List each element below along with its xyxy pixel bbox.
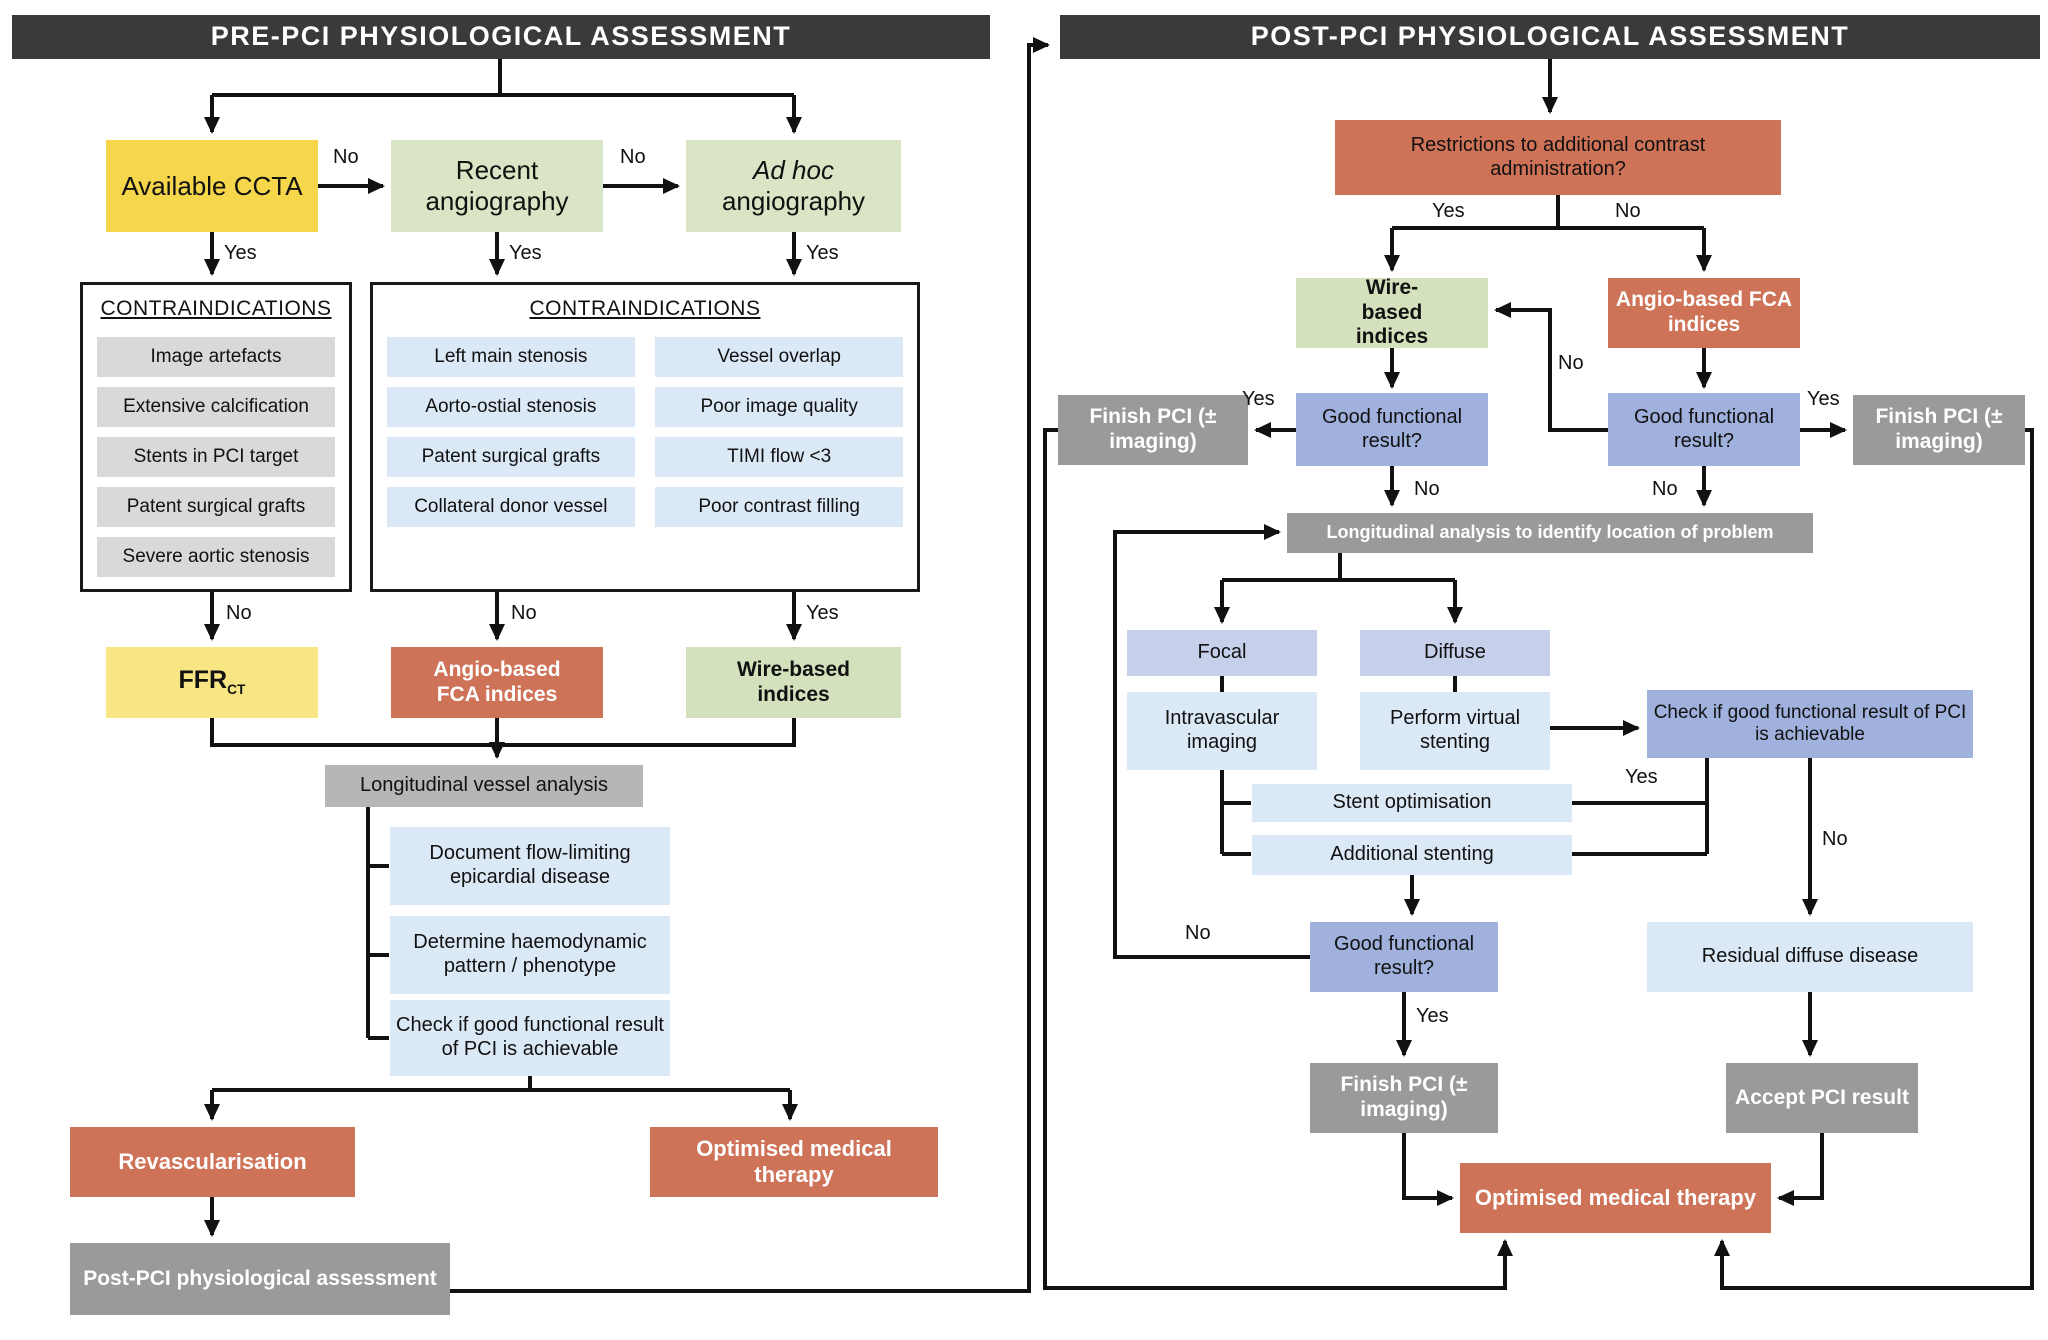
node-optimised-medical-therapy-pre: Optimised medical therapy [650,1127,938,1197]
edge-label-yes: Yes [224,242,257,264]
node-finish-pci-right: Finish PCI (± imaging) [1853,395,2025,465]
edge-label-no: No [333,146,359,168]
ffr-label: FFRCT [178,666,246,698]
node-restrictions-contrast: Restrictions to additional contrast admi… [1335,120,1781,195]
node-diffuse: Diffuse [1360,630,1550,676]
node-additional-stenting: Additional stenting [1252,835,1572,875]
contraindications-ccta-title: CONTRAINDICATIONS [100,297,332,320]
contra-item: Poor image quality [655,386,903,427]
node-finish-pci-left: Finish PCI (± imaging) [1058,395,1248,465]
node-intravascular-imaging: Intravascular imaging [1127,692,1317,770]
node-longitudinal-vessel-analysis: Longitudinal vessel analysis [325,765,643,807]
contra-item: Image artefacts [97,336,335,377]
contra-col-right: Vessel overlap Poor image quality TIMI f… [655,332,903,532]
node-perform-virtual-stenting: Perform virtual stenting [1360,692,1550,770]
adhoc-rest-line: angiography [721,186,866,216]
node-optimised-medical-therapy-post: Optimised medical therapy [1460,1163,1771,1233]
node-longitudinal-analysis-problem: Longitudinal analysis to identify locati… [1287,513,1813,553]
contra-item: Stents in PCI target [97,436,335,477]
edge-label-no: No [511,602,537,624]
edge-label-no: No [620,146,646,168]
edge-label-yes: Yes [806,242,839,264]
contra-item: Severe aortic stenosis [97,536,335,577]
contraindications-ccta-box: CONTRAINDICATIONS Image artefacts Extens… [80,282,352,592]
contra-item: Collateral donor vessel [387,486,635,527]
edge-label-no: No [1615,200,1641,222]
edge-label-yes: Yes [1432,200,1465,222]
edge-label-no: No [226,602,252,624]
node-stent-optimisation: Stent optimisation [1252,784,1572,822]
node-wire-based-indices-post: Wire-based indices [1296,276,1488,348]
edge-label-no: No [1822,828,1848,850]
contra-columns: Left main stenosis Aorto-ostial stenosis… [373,332,917,532]
node-revascularisation: Revascularisation [70,1127,355,1197]
edge-label-no: No [1414,478,1440,500]
node-available-ccta: Available CCTA [106,140,318,232]
node-document-flow-limiting: Document flow-limiting epicardial diseas… [390,827,670,905]
contraindications-angio-box: CONTRAINDICATIONS Left main stenosis Aor… [370,282,920,592]
contra-item: Patent surgical grafts [387,436,635,477]
node-adhoc-angiography: Ad hoc angiography [686,140,901,232]
node-good-result-wire: Good functional result? [1296,393,1488,466]
contra-item: Vessel overlap [655,336,903,377]
node-residual-diffuse-disease: Residual diffuse disease [1647,922,1973,992]
edge-label-yes: Yes [1807,388,1840,410]
node-check-good-result-achievable: Check if good functional result of PCI i… [1647,690,1973,758]
contra-item: Poor contrast filling [655,486,903,527]
node-wire-based-indices: Wire-based indices [686,647,901,718]
node-post-pci-assessment-link: Post-PCI physiological assessment [70,1243,450,1315]
edge-label-yes: Yes [806,602,839,624]
node-determine-haemodynamic: Determine haemodynamic pattern / phenoty… [390,916,670,994]
post-pci-header: POST-PCI PHYSIOLOGICAL ASSESSMENT [1060,15,2040,59]
node-check-functional-result: Check if good functional result of PCI i… [390,1000,670,1076]
edge-label-yes: Yes [1625,766,1658,788]
contra-item: Patent surgical grafts [97,486,335,527]
contra-item: Aorto-ostial stenosis [387,386,635,427]
edge-label-yes: Yes [1242,388,1275,410]
contra-item: Extensive calcification [97,386,335,427]
contra-item: TIMI flow <3 [655,436,903,477]
contraindications-angio-title: CONTRAINDICATIONS [529,297,761,320]
node-angio-fca-indices: Angio-based FCA indices [391,647,603,718]
node-ffr-ct: FFRCT [106,647,318,718]
pre-pci-header: PRE-PCI PHYSIOLOGICAL ASSESSMENT [12,15,990,59]
adhoc-italic-line: Ad hoc [753,155,834,186]
edge-label-yes: Yes [509,242,542,264]
edge-label-no: No [1185,922,1211,944]
edge-label-no: No [1652,478,1678,500]
node-finish-pci-bottom: Finish PCI (± imaging) [1310,1063,1498,1133]
node-accept-pci-result: Accept PCI result [1726,1063,1918,1133]
edge-label-no: No [1558,352,1584,374]
node-recent-angiography: Recent angiography [391,140,603,232]
node-good-result-angio: Good functional result? [1608,393,1800,466]
contra-col-left: Left main stenosis Aorto-ostial stenosis… [387,332,635,532]
node-good-result-final: Good functional result? [1310,922,1498,992]
edge-label-yes: Yes [1416,1005,1449,1027]
node-angio-fca-indices-post: Angio-based FCA indices [1608,278,1800,348]
node-focal: Focal [1127,630,1317,676]
contra-item: Left main stenosis [387,336,635,377]
